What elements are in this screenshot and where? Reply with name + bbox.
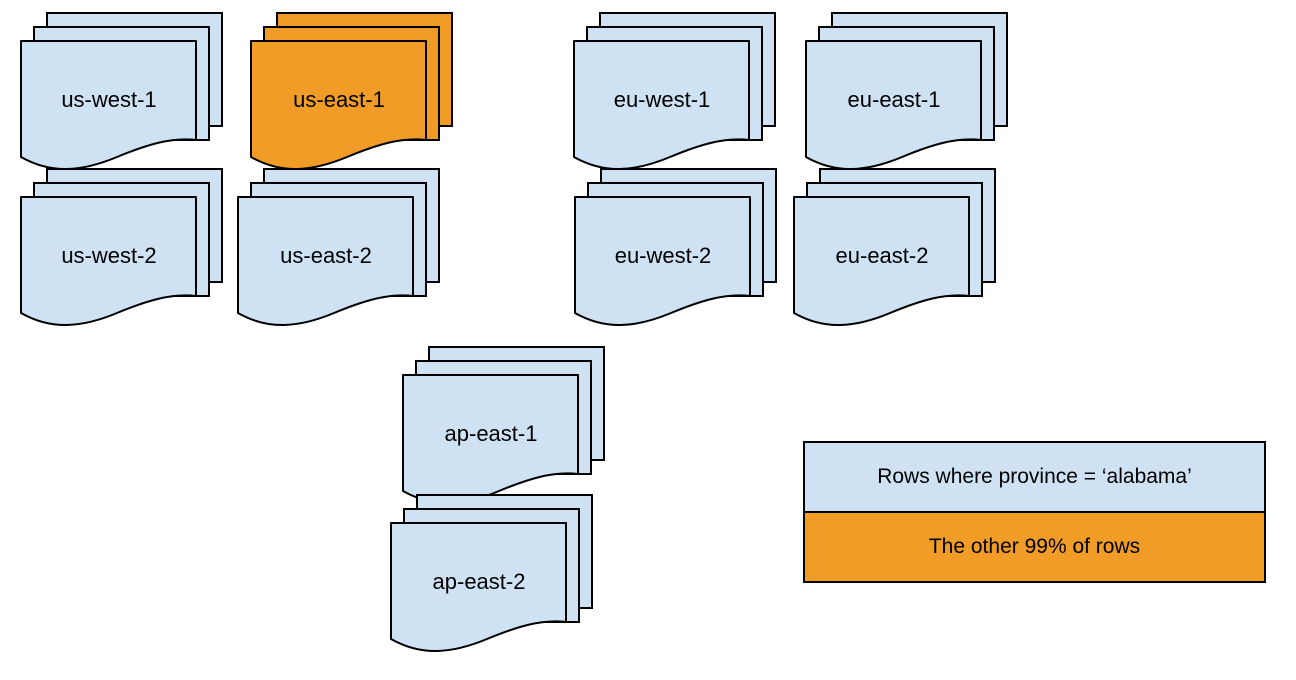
region-stack-eu-west-2: eu-west-2: [574, 168, 778, 330]
document-stack-icon: [390, 494, 593, 652]
legend-item-other-rows: The other 99% of rows: [805, 511, 1264, 581]
document-stack-icon: [237, 168, 440, 326]
document-stack-icon: [20, 168, 223, 326]
region-stack-ap-east-1: ap-east-1: [402, 346, 606, 508]
region-stack-us-east-1: us-east-1: [250, 12, 454, 174]
region-stack-eu-west-1: eu-west-1: [573, 12, 777, 174]
document-stack-icon: [250, 12, 453, 170]
region-stack-ap-east-2: ap-east-2: [390, 494, 594, 656]
legend-item-alabama-rows-label: Rows where province = ‘alabama’: [877, 465, 1192, 488]
document-stack-icon: [805, 12, 1008, 170]
document-front-page: [237, 196, 414, 326]
document-front-page: [250, 40, 427, 170]
document-front-page: [805, 40, 982, 170]
document-front-page: [402, 374, 579, 504]
document-front-page: [573, 40, 750, 170]
document-stack-icon: [573, 12, 776, 170]
document-front-page: [20, 196, 197, 326]
document-front-page: [793, 196, 970, 326]
legend-item-alabama-rows: Rows where province = ‘alabama’: [805, 443, 1264, 511]
legend-item-other-rows-label: The other 99% of rows: [928, 535, 1141, 558]
region-stack-us-east-2: us-east-2: [237, 168, 441, 330]
region-stack-eu-east-2: eu-east-2: [793, 168, 997, 330]
document-front-page: [574, 196, 751, 326]
document-front-page: [390, 522, 567, 652]
region-stack-us-west-1: us-west-1: [20, 12, 224, 174]
legend: Rows where province = ‘alabama’ The othe…: [803, 441, 1266, 583]
document-front-page: [20, 40, 197, 170]
region-stack-us-west-2: us-west-2: [20, 168, 224, 330]
document-stack-icon: [402, 346, 605, 504]
region-stack-eu-east-1: eu-east-1: [805, 12, 1009, 174]
document-stack-icon: [793, 168, 996, 326]
document-stack-icon: [20, 12, 223, 170]
document-stack-icon: [574, 168, 777, 326]
